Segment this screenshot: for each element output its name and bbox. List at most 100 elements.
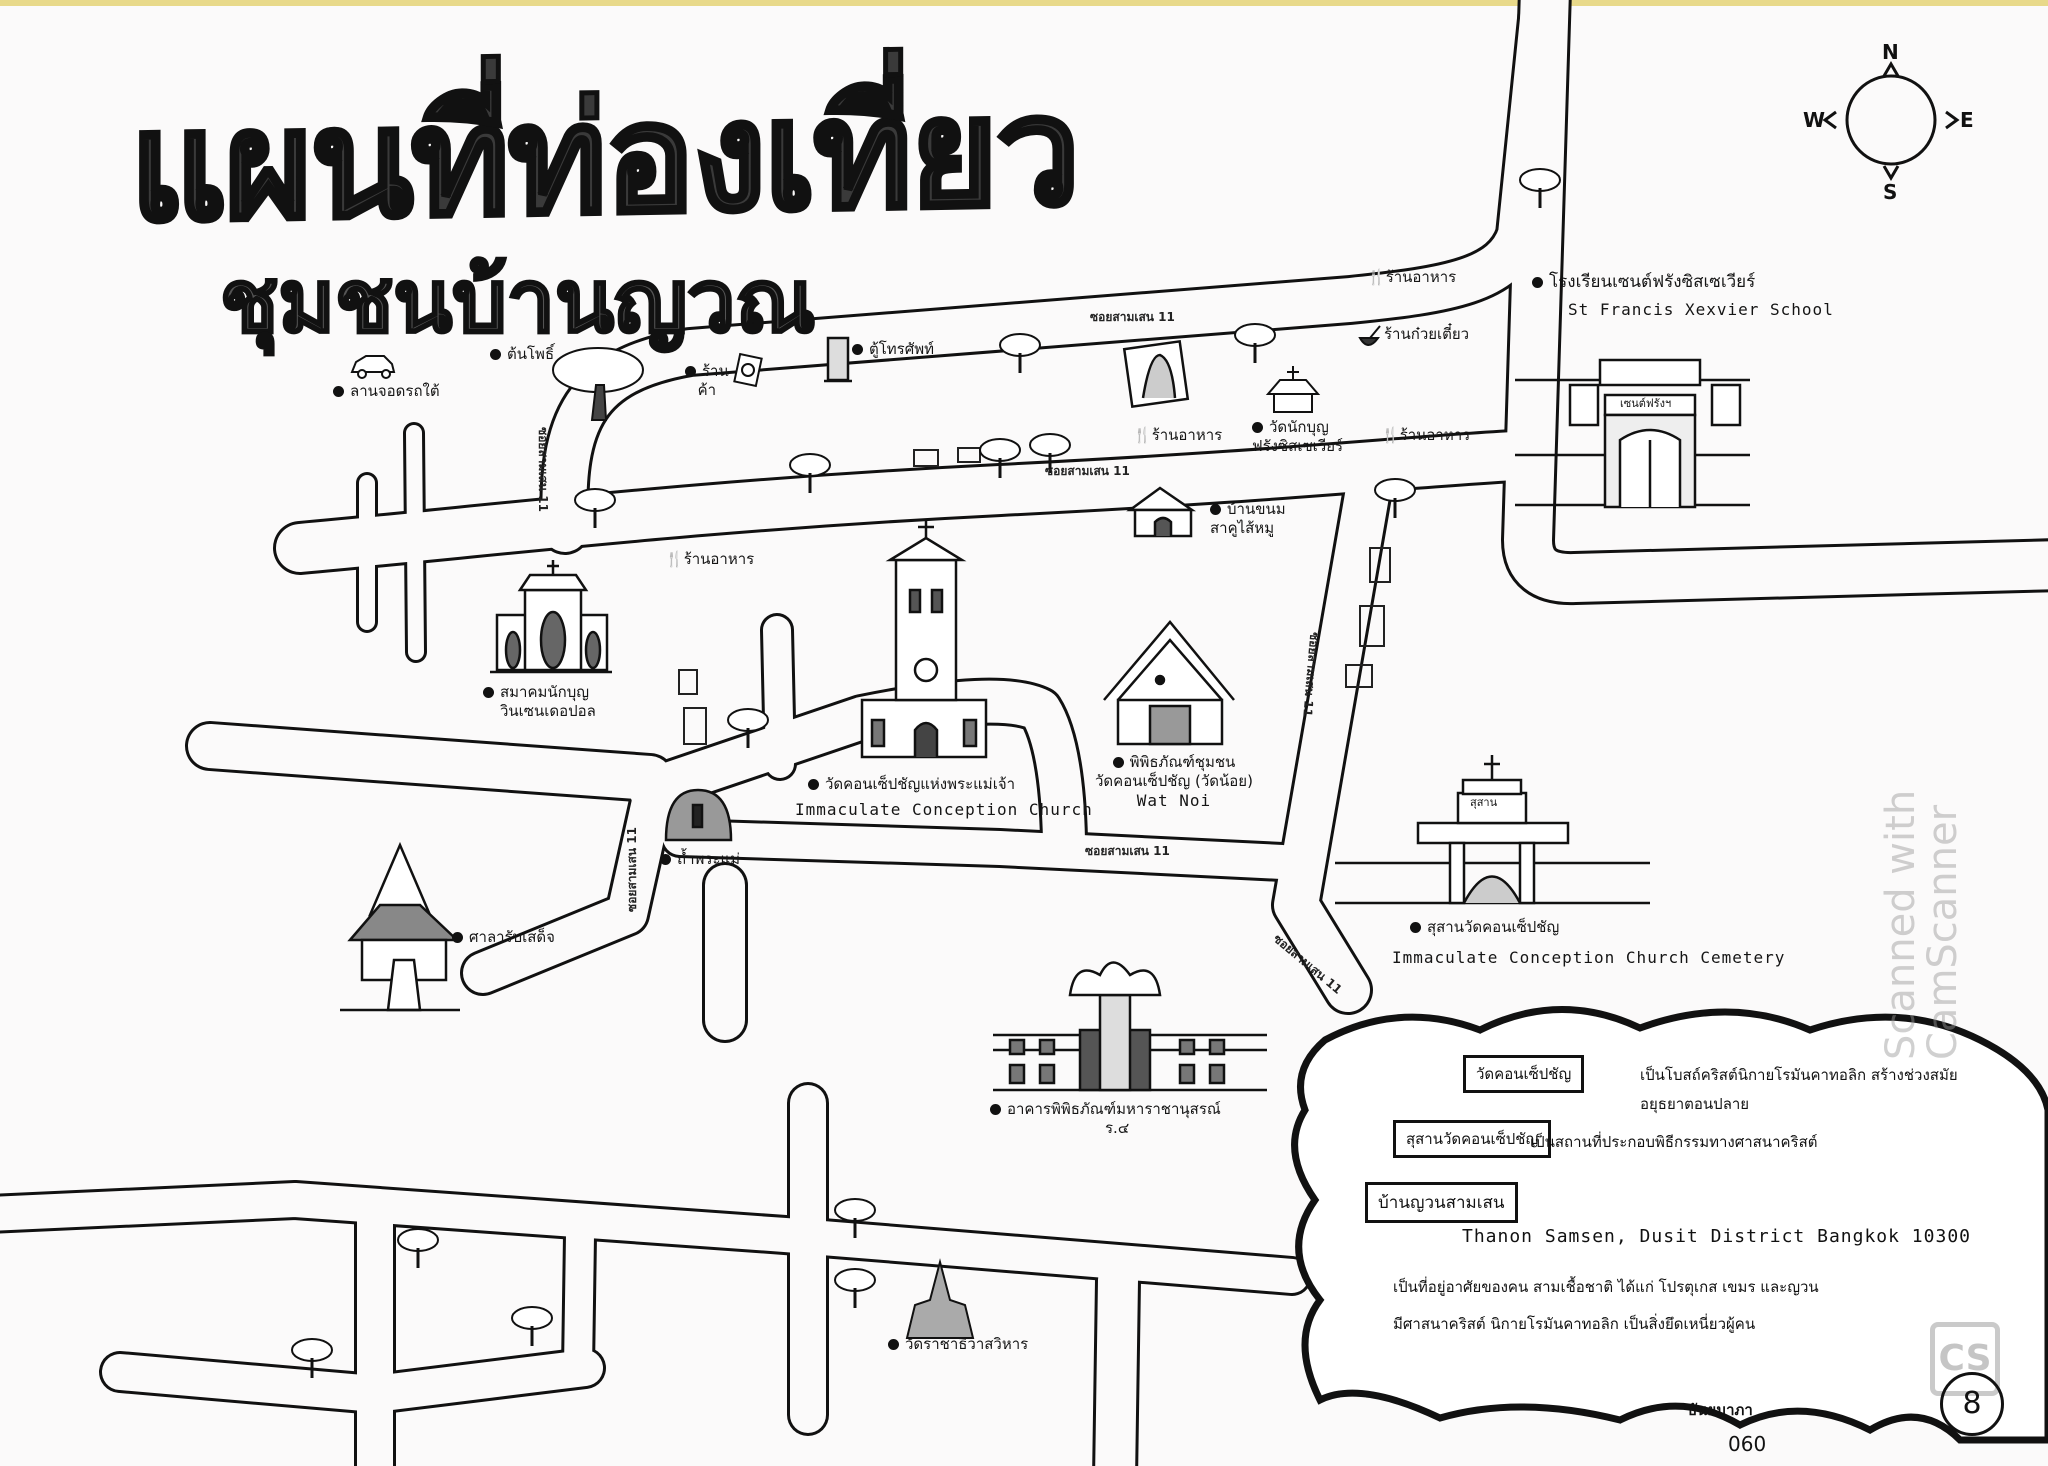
restaurant-label: 🍴ร้านอาหาร (1367, 268, 1457, 286)
road (276, 431, 1554, 572)
bowl-icon (1358, 325, 1381, 346)
info-cemetery-text: เป็นสถานที่ประกอบพิธีกรรมทางศาสนาคริสต์ (1530, 1133, 1818, 1151)
bakery-house-drawing (1126, 486, 1197, 538)
marker-dot (990, 1104, 1001, 1115)
bakery-label: บ้านขนมสาคูไส้หมู (1210, 500, 1286, 537)
school-gate-sign: เซนต์ฟรังฯ (1620, 397, 1672, 410)
marker-dot (1112, 757, 1124, 768)
road (1095, 1260, 1138, 1466)
road-label: ซอยสามเสน 11 (1085, 844, 1170, 858)
fork-spoon-icon: 🍴 (1133, 426, 1152, 444)
wat-ratchathiwat-label: วัดราชาธิวาสวิหาร (888, 1335, 1028, 1354)
tree-icon (727, 708, 769, 748)
rama4-museum-label: อาคารพิพิธภัณฑ์มหาราชานุสรณ์ร.๔ (990, 1100, 1221, 1138)
compass-icon (1822, 61, 1960, 181)
marker-dot (452, 932, 463, 943)
pavilion-label: ศาลารับเสด็จ (452, 928, 555, 947)
road-label: ซอยสามเสน 11 (624, 827, 639, 912)
road (188, 724, 672, 800)
page-number: 8 (1940, 1372, 2004, 1436)
cemetery-english-label: Immaculate Conception Church Cemetery (1392, 948, 1786, 967)
road (1504, 0, 2048, 603)
tree-icon (511, 1306, 553, 1346)
info-church-label: วัดคอนเซ็ปชัญ (1463, 1055, 1585, 1093)
road (564, 1221, 594, 1382)
restaurant-label: 🍴ร้านอาหาร (1133, 426, 1223, 444)
rama4-museum-drawing (993, 961, 1267, 1092)
cemetery-sign: สุสาน (1470, 796, 1498, 809)
road-label: ซอยสามเสน 11 (1090, 310, 1175, 324)
chapel-icon (1265, 366, 1321, 413)
restaurant-label: 🍴ร้านอาหาร (665, 550, 755, 568)
info-community-text: เป็นที่อยู่อาศัยของคน สามเชื้อชาติ ได้แก… (1393, 1278, 1819, 1296)
fork-spoon-icon: 🍴 (1381, 426, 1400, 444)
info-church-text-cont: อยุธยาตอนปลาย (1640, 1095, 1750, 1113)
road-label: ซอยสามเสน 11 (1045, 464, 1130, 478)
wat-noi-museum-label: พิพิธภัณฑ์ชุมชนวัดคอนเซ็ปชัญ (วัดน้อย)Wa… (1095, 753, 1253, 810)
fork-spoon-icon: 🍴 (665, 550, 684, 568)
marker-dot (852, 344, 863, 355)
road (406, 425, 424, 660)
info-cemetery-label: สุสานวัดคอนเซ็ปชัญ (1393, 1120, 1552, 1158)
st-francis-church-label: วัดนักบุญฟรังซิสเซเวียร์ (1252, 418, 1344, 455)
wat-ratchathiwat-drawing (905, 1258, 975, 1339)
tree-icon (1374, 478, 1416, 518)
tree-icon (979, 438, 1021, 478)
trees (291, 168, 1561, 1378)
school-english-label: St Francis Xexvier School (1568, 300, 1834, 319)
marker-dot (1410, 922, 1421, 933)
info-church-text: เป็นโบสถ์คริสต์นิกายโรมันคาทอลิก สร้างช่… (1640, 1066, 1958, 1084)
vincent-association-label: สมาคมนักบุญวินเซนเดอปอล (483, 683, 596, 721)
compass-north: N (1882, 40, 1899, 64)
compass-west: W (1803, 108, 1826, 132)
mary-picture-icon (1122, 339, 1190, 409)
info-community-label: บ้านญวนสามเสน (1365, 1182, 1518, 1223)
grotto-label: ถ้ำพระแม่ (660, 850, 740, 869)
road-label: ซอยสามเสน 11 (535, 427, 550, 512)
bodhi-tree-label: ต้นโพธิ์ (490, 345, 554, 364)
lot-rectangles (678, 447, 1391, 745)
info-community-text-cont: มีศาสนาคริสต์ นิกายโรมันคาทอลิก เป็นสิ่ง… (1393, 1315, 1756, 1333)
cemetery-drawing (1335, 755, 1650, 905)
cemetery-label: สุสานวัดคอนเซ็ปชัญ (1410, 918, 1559, 937)
restaurant-label: 🍴ร้านอาหาร (1381, 426, 1471, 444)
church-label: วัดคอนเซ็ปชัญแห่งพระแม่เจ้า (808, 775, 1015, 794)
road (0, 1183, 1309, 1293)
student-number: 060 (1728, 1432, 1767, 1456)
wat-noi-museum-drawing (1103, 620, 1235, 746)
marker-dot (483, 687, 494, 698)
marker-dot (808, 779, 819, 790)
shop-sign-icon (733, 352, 763, 388)
map-subtitle: ชุมชนบ้านญวณ (218, 251, 816, 354)
marker-dot (888, 1339, 899, 1350)
tree-icon (1029, 433, 1071, 473)
tree-icon (291, 1338, 333, 1378)
grotto-drawing (664, 788, 733, 842)
compass-east: E (1960, 108, 1974, 132)
fork-spoon-icon: 🍴 (1367, 268, 1386, 286)
church-tower-drawing (860, 520, 988, 759)
compass-south: S (1883, 180, 1898, 204)
marker-dot (1210, 504, 1221, 515)
phone-booth-icon (824, 336, 852, 383)
road (763, 616, 794, 778)
author-name: ธันยมาภา (1688, 1401, 1753, 1419)
tree-icon (834, 1198, 876, 1238)
info-cloud-frame (1291, 1006, 2048, 1444)
road (663, 821, 1299, 879)
tree-icon (1234, 323, 1276, 363)
tree-icon (574, 488, 616, 528)
marker-dot (660, 854, 671, 865)
road (463, 777, 673, 993)
marker-dot (1532, 276, 1543, 288)
school-gate-drawing (1515, 358, 1750, 509)
school-label: โรงเรียนเซนต์ฟรังซิสเซเวียร์ (1532, 272, 1755, 293)
road (102, 1350, 603, 1412)
parking-label: ลานจอดรถใต้ (333, 382, 440, 401)
marker-dot (333, 386, 344, 397)
tree-icon (834, 1268, 876, 1308)
marker-dot (1252, 422, 1263, 433)
marker-dot (685, 366, 696, 377)
